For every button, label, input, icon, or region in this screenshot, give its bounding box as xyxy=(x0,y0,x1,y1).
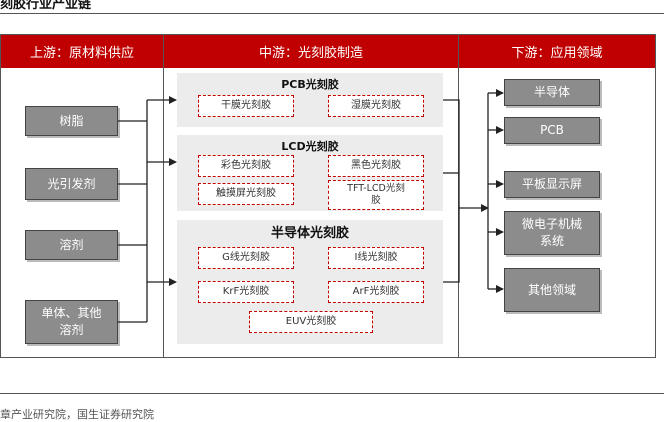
midstream-header: 中游：光刻胶制造 xyxy=(164,35,458,68)
item-g-line: G线光刻胶 xyxy=(198,247,294,269)
upstream-item-photoinitiator: 光引发剂 xyxy=(25,168,118,200)
item-arf: ArF光刻胶 xyxy=(328,281,424,303)
downstream-header: 下游：应用领域 xyxy=(459,35,655,68)
group-semiconductor: 半导体光刻胶 G线光刻胶 I线光刻胶 KrF光刻胶 ArF光刻胶 EUV光刻胶 xyxy=(177,220,443,344)
downstream-item-other: 其他领域 xyxy=(504,268,600,312)
downstream-item-mems: 微电子机械 系统 xyxy=(504,211,600,255)
item-touchscreen: 触摸屏光刻胶 xyxy=(198,183,294,205)
group-lcd-title: LCD光刻胶 xyxy=(281,140,339,153)
downstream-item-semiconductor: 半导体 xyxy=(504,79,600,106)
item-i-line: I线光刻胶 xyxy=(328,247,424,269)
group-semiconductor-title: 半导体光刻胶 xyxy=(270,226,349,241)
item-dry-film: 干膜光刻胶 xyxy=(198,95,294,117)
group-pcb: PCB光刻胶 干膜光刻胶 湿膜光刻胶 xyxy=(177,73,443,127)
item-krf: KrF光刻胶 xyxy=(198,281,294,303)
item-black: 黑色光刻胶 xyxy=(328,155,424,177)
downstream-item-flat-panel: 平板显示屏 xyxy=(504,171,600,198)
downstream-item-pcb: PCB xyxy=(504,117,600,144)
bottom-rule xyxy=(0,393,664,394)
upstream-header: 上游：原材料供应 xyxy=(1,35,163,68)
page-title: 刻胶行业产业链 xyxy=(0,0,92,12)
top-rule xyxy=(0,13,664,14)
upstream-item-monomer: 单体、其他 溶剂 xyxy=(25,300,118,344)
item-euv: EUV光刻胶 xyxy=(249,311,373,333)
upstream-item-resin: 树脂 xyxy=(25,106,118,136)
upstream-item-solvent: 溶剂 xyxy=(25,230,118,260)
source-note: 章产业研究院，国生证券研究院 xyxy=(0,408,154,421)
item-wet-film: 湿膜光刻胶 xyxy=(328,95,424,117)
group-lcd: LCD光刻胶 彩色光刻胶 黑色光刻胶 触摸屏光刻胶 TFT-LCD光刻 胶 xyxy=(177,135,443,211)
item-tft-lcd: TFT-LCD光刻 胶 xyxy=(328,180,424,210)
item-color: 彩色光刻胶 xyxy=(198,155,294,177)
group-pcb-title: PCB光刻胶 xyxy=(281,78,339,91)
